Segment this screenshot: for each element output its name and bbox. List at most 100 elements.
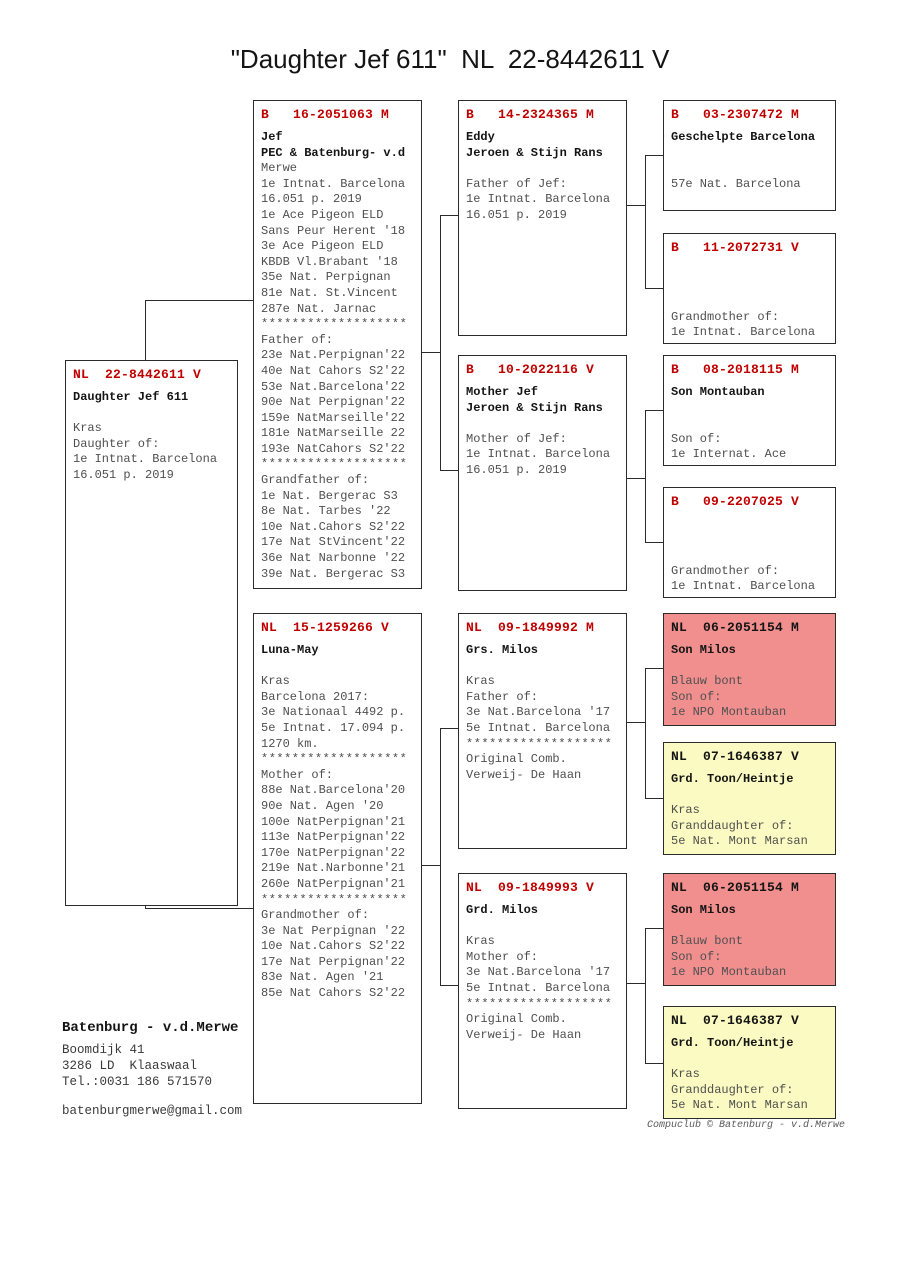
pedigree-line: 1e NPO Montauban — [671, 705, 787, 720]
pedigree-line: Sans Peur Herent '18 — [261, 223, 406, 238]
pedigree-line: 3e Ace Pigeon ELD — [261, 239, 384, 254]
pedigree-line: 90e Nat. Agen '20 — [261, 798, 384, 813]
connector-line — [645, 542, 663, 543]
pedigree-line: Son of: — [671, 431, 722, 446]
pigeon-name: Jeroen & Stijn Rans — [466, 400, 603, 415]
pedigree-line: Granddaughter of: — [671, 1082, 794, 1097]
pedigree-line: 181e NatMarseille 22 — [261, 426, 406, 441]
pedigree-line: Verweij- De Haan — [466, 1027, 582, 1042]
connector-line — [645, 798, 663, 799]
pedigree-line: 260e NatPerpignan'21 — [261, 876, 406, 891]
pigeon-name: Grd. Toon/Heintje — [671, 1036, 794, 1050]
pedigree-line: 10e Nat.Cahors S2'22 — [261, 939, 406, 954]
pedigree-line: 1e Intnat. Barcelona — [466, 192, 611, 207]
ring-number: NL 22-8442611 V — [73, 367, 202, 382]
pedigree-line: ******************* — [261, 317, 408, 332]
ring-number: B 09-2207025 V — [671, 494, 800, 509]
ring-number: NL 06-2051154 M — [671, 620, 800, 635]
owner-email: batenburgmerwe@gmail.com — [62, 1104, 243, 1118]
pedigree-line — [671, 279, 831, 295]
pedigree-line: Grandmother of: — [671, 309, 780, 324]
pedigree-line: 53e Nat.Barcelona'22 — [261, 379, 406, 394]
pigeon-name: Luna-May — [261, 643, 319, 657]
connector-line — [645, 928, 663, 929]
pedigree-line: Kras — [261, 674, 290, 689]
pedigree-line: 5e Intnat. Barcelona — [466, 720, 611, 735]
ring-number: NL 06-2051154 M — [671, 880, 800, 895]
pedigree-line: 3e Nationaal 4492 p. — [261, 705, 406, 720]
pedigree-line: Blauw bont — [671, 934, 744, 949]
connector-line — [440, 470, 458, 471]
connector-line — [145, 300, 146, 360]
pedigree-line: 81e Nat. St.Vincent — [261, 285, 398, 300]
pedigree-line: 1e Nat. Bergerac S3 — [261, 488, 398, 503]
pedigree-line: Son of: — [671, 689, 722, 704]
pedigree-line: 3e Nat.Barcelona '17 — [466, 965, 611, 980]
pedigree-line — [671, 416, 831, 432]
ring-number: B 14-2324365 M — [466, 107, 595, 122]
connector-line — [645, 155, 663, 156]
page-title: "Daughter Jef 611" NL 22-8442611 V — [230, 44, 670, 74]
pedigree-line: Father of Jef: — [466, 176, 567, 191]
pedigree-line — [466, 161, 622, 177]
ring-number: NL 07-1646387 V — [671, 1013, 800, 1028]
pigeon-name: Jef — [261, 130, 283, 144]
pedigree-line: 85e Nat Cahors S2'22 — [261, 986, 406, 1001]
connector-line — [645, 668, 663, 669]
pedigree-line — [671, 919, 831, 935]
pedigree-line — [671, 294, 831, 310]
pedigree-line: 90e Nat Perpignan'22 — [261, 395, 406, 410]
pedigree-line: ******************* — [261, 892, 408, 907]
pedigree-line — [671, 517, 831, 533]
owner-phone: Tel.:0031 186 571570 — [62, 1075, 213, 1089]
connector-line — [626, 722, 645, 723]
connector-line — [645, 668, 646, 799]
pedigree-line: Merwe — [261, 161, 298, 176]
pedigree-line — [466, 919, 622, 935]
pedigree-line — [671, 1052, 831, 1068]
connector-line — [645, 155, 646, 289]
pigeon-name: Jeroen & Stijn Rans — [466, 145, 603, 160]
pedigree-line: Mother of: — [261, 767, 334, 782]
pedigree-line: 1e Intnat. Barcelona — [73, 452, 218, 467]
pedigree-line: 83e Nat. Agen '21 — [261, 970, 384, 985]
pedigree-line: 1e Intnat. Barcelona — [671, 579, 816, 594]
pedigree-line: 170e NatPerpignan'22 — [261, 845, 406, 860]
pedigree-line — [671, 659, 831, 675]
ring-number: NL 09-1849992 M — [466, 620, 595, 635]
pedigree-line: Daughter of: — [73, 436, 160, 451]
connector-line — [645, 1063, 663, 1064]
connector-line — [645, 410, 646, 543]
ring-number: B 11-2072731 V — [671, 240, 800, 255]
pedigree-line — [261, 659, 417, 675]
pedigree-line: 16.051 p. 2019 — [466, 207, 567, 222]
ring-number: B 16-2051063 M — [261, 107, 390, 122]
pedigree-line: Grandmother of: — [671, 563, 780, 578]
pedigree-line: 39e Nat. Bergerac S3 — [261, 566, 406, 581]
connector-line — [421, 865, 440, 866]
pedigree-line: 5e Intnat. Barcelona — [466, 980, 611, 995]
pigeon-name: Son Milos — [671, 643, 736, 657]
pedigree-line — [466, 659, 622, 675]
pedigree-line: Son of: — [671, 949, 722, 964]
connector-line — [645, 410, 663, 411]
pedigree-line: Kras — [466, 934, 495, 949]
connector-line — [645, 288, 663, 289]
pedigree-line: Grandfather of: — [261, 473, 370, 488]
connector-line — [440, 728, 441, 986]
ring-number: B 03-2307472 M — [671, 107, 800, 122]
pedigree-line: 36e Nat Narbonne '22 — [261, 551, 406, 566]
pedigree-line: 16.051 p. 2019 — [73, 467, 174, 482]
pedigree-line: 1e Intnat. Barcelona — [671, 325, 816, 340]
pigeon-name: Eddy — [466, 130, 495, 144]
connector-line — [626, 478, 645, 479]
pedigree-line: Original Comb. — [466, 752, 567, 767]
pigeon-name: Grd. Milos — [466, 903, 539, 917]
